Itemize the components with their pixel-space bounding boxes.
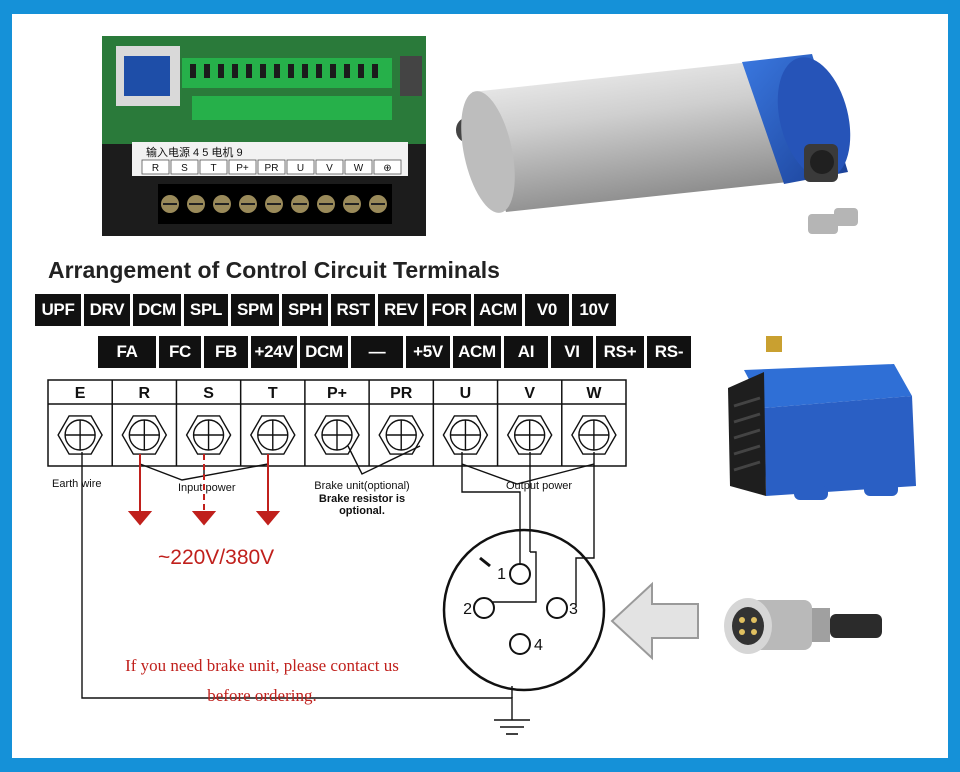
- control-terminal: SPL: [184, 294, 228, 326]
- power-terminal-label: V: [524, 385, 535, 402]
- voltage-label: ~220V/380V: [158, 546, 275, 569]
- power-terminal-label: S: [203, 385, 214, 402]
- connector-pin: [473, 597, 495, 619]
- diagram-title: Arrangement of Control Circuit Terminals: [48, 257, 500, 283]
- brake-unit-label: Brake unit(optional): [314, 480, 410, 492]
- control-terminal: DCM: [300, 336, 348, 368]
- photo-terminal-cell: R: [152, 163, 159, 174]
- terminal-screw-icon: [442, 415, 489, 455]
- power-terminal-label: E: [75, 385, 86, 402]
- connector-pin: [509, 633, 531, 655]
- terminal-screw-icon: [378, 415, 425, 455]
- earth-wire-label: Earth wire: [52, 478, 102, 490]
- ground-symbol-icon: [494, 719, 530, 735]
- photo-terminal-cell: U: [297, 163, 304, 174]
- power-terminal-label: R: [139, 385, 151, 402]
- terminal-screw-icon: [249, 415, 296, 455]
- input-power-arrows: [127, 454, 281, 526]
- power-terminal-label: T: [268, 385, 278, 402]
- output-power-label: Output power: [506, 480, 573, 492]
- control-terminal: RS+: [596, 336, 644, 368]
- connector-pin: [509, 563, 531, 585]
- control-terminal: REV: [378, 294, 424, 326]
- photo-terminal-cell: T: [210, 163, 216, 174]
- notice-line-1: If you need brake unit, please contact u…: [125, 656, 399, 675]
- terminal-screw-icon: [185, 415, 232, 455]
- control-terminal: +5V: [406, 336, 450, 368]
- wiring-diagram: E R S T P+ PR U V W: [47, 379, 627, 735]
- power-terminal-label: PR: [390, 385, 413, 402]
- aviation-plug-photo: [724, 598, 882, 654]
- spindle-connector: [442, 528, 606, 692]
- photo-terminal-cell: V: [326, 163, 333, 174]
- control-terminal: DCM: [133, 294, 181, 326]
- terminal-board-photo: 输入电源 4 5 电机 9 R S T P+ PR U V W ⊕: [102, 36, 426, 236]
- control-terminal: —: [351, 336, 403, 368]
- control-terminal: FOR: [427, 294, 471, 326]
- control-terminal: SPH: [282, 294, 328, 326]
- connector-pin: [546, 597, 568, 619]
- control-terminal: RS-: [647, 336, 691, 368]
- power-terminal-label: P+: [327, 385, 347, 402]
- power-terminal-label: W: [586, 385, 602, 402]
- photo-terminal-cell: ⊕: [383, 163, 391, 174]
- connector-pin-label: 2: [463, 601, 472, 618]
- water-pump-photo: [728, 336, 916, 500]
- connector-pin-label: 1: [497, 566, 506, 583]
- control-terminal: FC: [159, 336, 201, 368]
- brake-unit-notice: If you need brake unit, please contact u…: [82, 651, 442, 711]
- photo-terminal-cell: W: [354, 163, 364, 174]
- control-terminal: +24V: [251, 336, 297, 368]
- photo-label-header: 输入电源 4 5 电机 9: [146, 145, 243, 159]
- connector-pin-label: 3: [569, 601, 578, 618]
- control-terminal: RST: [331, 294, 375, 326]
- brake-resistor-label: Brake resistor is optional.: [318, 493, 406, 517]
- control-terminal: DRV: [84, 294, 130, 326]
- control-terminal: ACM: [474, 294, 522, 326]
- input-power-label: Input power: [178, 482, 236, 494]
- control-terminal: AI: [504, 336, 548, 368]
- control-terminal: SPM: [231, 294, 279, 326]
- photo-terminal-cell: P+: [236, 163, 249, 174]
- photo-terminal-cell: S: [181, 163, 188, 174]
- terminal-screw-icon: [314, 415, 360, 455]
- terminal-screw-icon: [121, 415, 168, 455]
- direction-arrow-icon: [610, 581, 699, 661]
- terminal-screw-icon: [571, 415, 617, 455]
- notice-line-2: before ordering.: [207, 686, 317, 705]
- terminal-screw-icon: [506, 415, 553, 455]
- power-terminal-label: U: [460, 385, 472, 402]
- terminal-screw-icon: [57, 415, 103, 455]
- control-terminal: 10V: [572, 294, 616, 326]
- photo-terminal-cell: PR: [265, 163, 279, 174]
- control-terminal: VI: [551, 336, 593, 368]
- connector-pin-label: 4: [534, 637, 543, 654]
- control-terminal: ACM: [453, 336, 501, 368]
- control-terminal: UPF: [35, 294, 81, 326]
- control-terminal: FA: [98, 336, 156, 368]
- control-terminal: FB: [204, 336, 248, 368]
- control-terminal: V0: [525, 294, 569, 326]
- spindle-motor-photo: [456, 54, 858, 234]
